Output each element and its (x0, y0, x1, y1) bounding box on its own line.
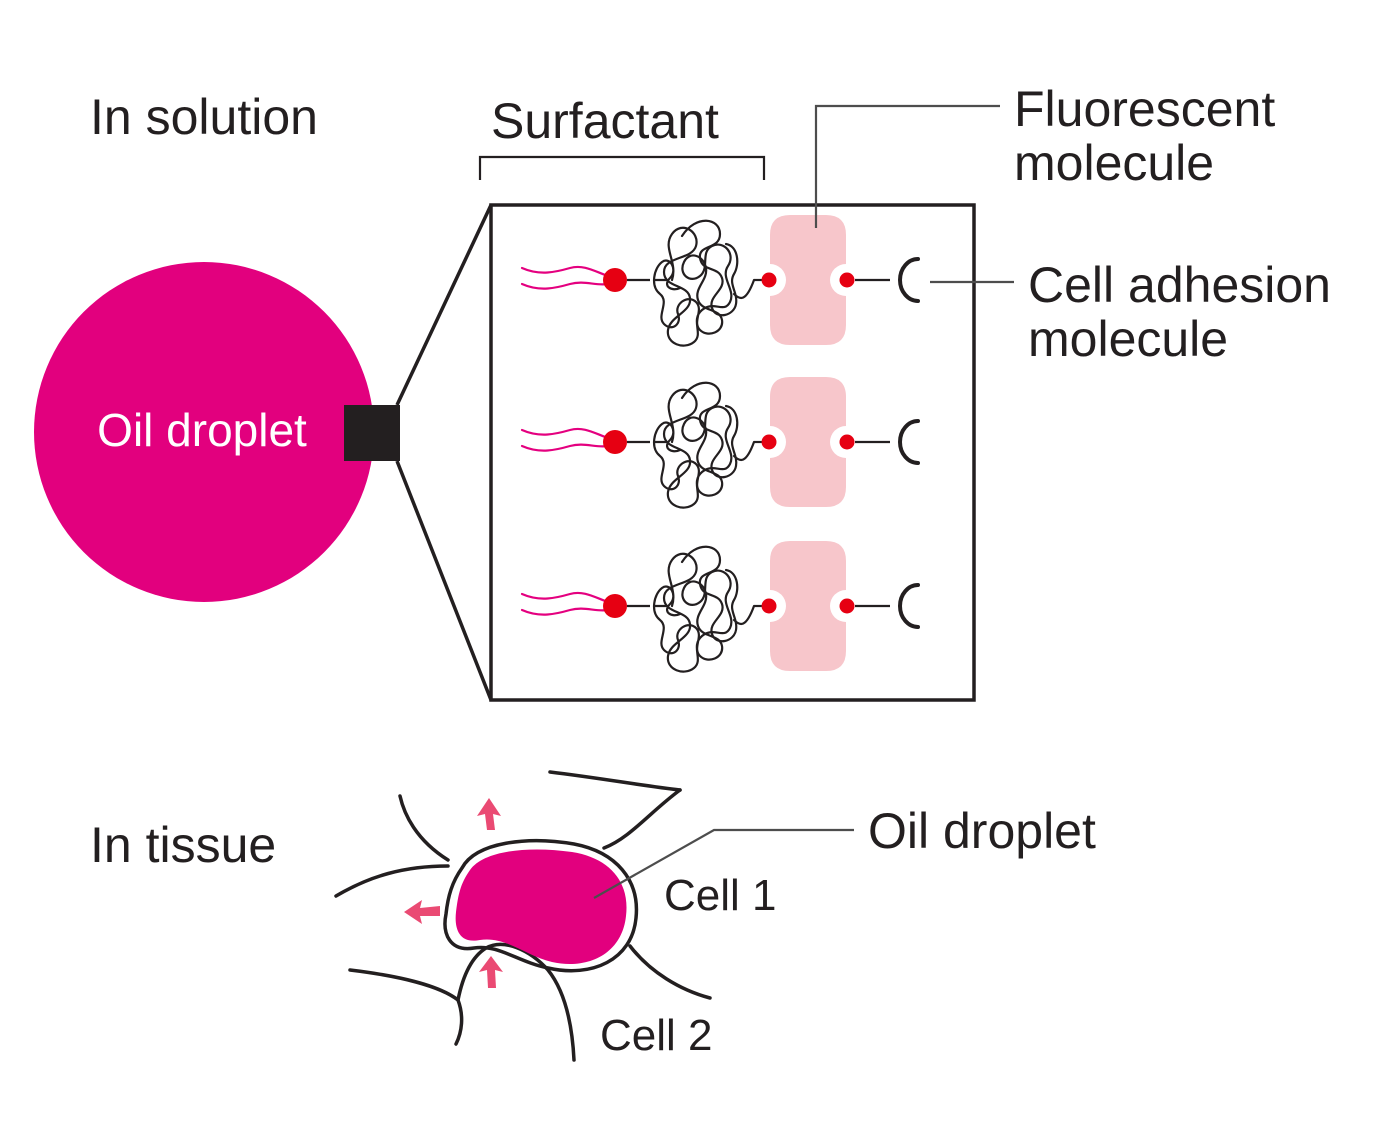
zoom-line-top (395, 204, 493, 406)
zoom-region-marker (344, 405, 400, 461)
arrow-icon (479, 956, 503, 988)
adhesion-label-line1: Cell adhesion (1028, 257, 1331, 313)
in-solution-title: In solution (90, 89, 318, 145)
in-tissue-title: In tissue (90, 817, 276, 873)
fluorescent-leader-line (814, 104, 1000, 228)
tissue-droplet-label: Oil droplet (868, 803, 1096, 859)
fluorescent-label-line1: Fluorescent (1014, 81, 1275, 137)
fluorescent-label-line2: molecule (1014, 135, 1214, 191)
cell1-label: Cell 1 (664, 871, 777, 920)
oil-droplet-circle (34, 262, 374, 602)
cell2-label: Cell 2 (600, 1011, 713, 1060)
surfactant-bracket (478, 155, 766, 180)
oil-droplet-label: Oil droplet (97, 404, 307, 456)
zoom-box (489, 203, 976, 702)
zoom-line-bottom (395, 460, 493, 701)
tissue-oil-droplet (455, 849, 627, 965)
adhesion-label-line2: molecule (1028, 311, 1228, 367)
surfactant-label: Surfactant (491, 93, 719, 149)
arrow-icon (404, 900, 440, 924)
arrow-icon (477, 798, 501, 830)
tissue-droplet-leader-line (593, 828, 854, 899)
